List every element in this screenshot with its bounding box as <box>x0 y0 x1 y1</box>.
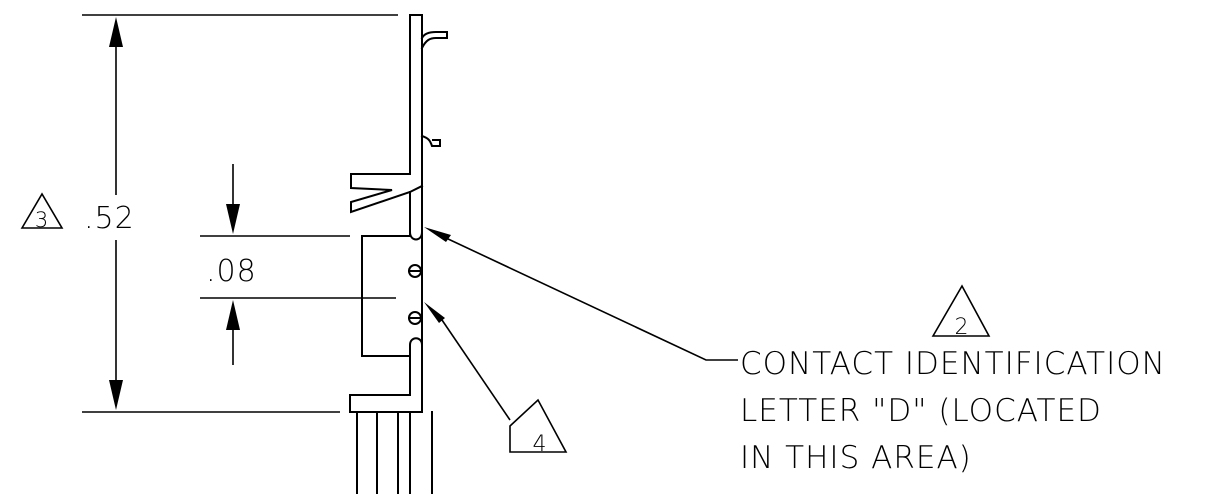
small-tab <box>420 134 441 147</box>
top-hook <box>420 31 448 50</box>
slot-spacing-dimension: .08 <box>200 164 396 365</box>
arrowhead-down <box>109 380 123 410</box>
contact-id-note-line-1: CONTACT IDENTIFICATION <box>740 346 1166 382</box>
note-4-number: 4 <box>533 432 548 457</box>
contact-id-callout: 2 CONTACT IDENTIFICATION LETTER "D" (LOC… <box>424 227 1166 476</box>
overall-height-dimension: 3 .52 <box>20 14 398 413</box>
contact-id-note-line-2: LETTER "D" (LOCATED <box>740 393 1102 429</box>
contact-part-outline <box>349 14 448 494</box>
note-4-triangle <box>509 398 568 453</box>
slot-spacing-value: .08 <box>206 254 257 289</box>
arrowhead-up <box>109 17 123 47</box>
leader-arrowhead-4 <box>424 302 445 323</box>
arrowhead-down-slot <box>226 204 240 234</box>
v-spring <box>350 173 424 214</box>
overall-height-value: .52 <box>84 201 135 236</box>
note-3-triangle <box>20 192 64 229</box>
note-3-number: 3 <box>35 208 49 232</box>
leader-arrowhead-2 <box>424 227 451 242</box>
bottom-flange <box>349 394 423 413</box>
upper-slot <box>409 191 424 241</box>
arrowhead-up-slot <box>226 300 240 330</box>
body-block <box>361 231 424 357</box>
leader-line-4 <box>441 319 511 421</box>
bump-callout: 4 <box>424 302 568 457</box>
note-2-triangle <box>931 284 991 337</box>
leader-line-2 <box>445 237 738 361</box>
note-2-number: 2 <box>955 315 970 340</box>
contact-id-note-line-3: IN THIS AREA) <box>740 440 972 476</box>
